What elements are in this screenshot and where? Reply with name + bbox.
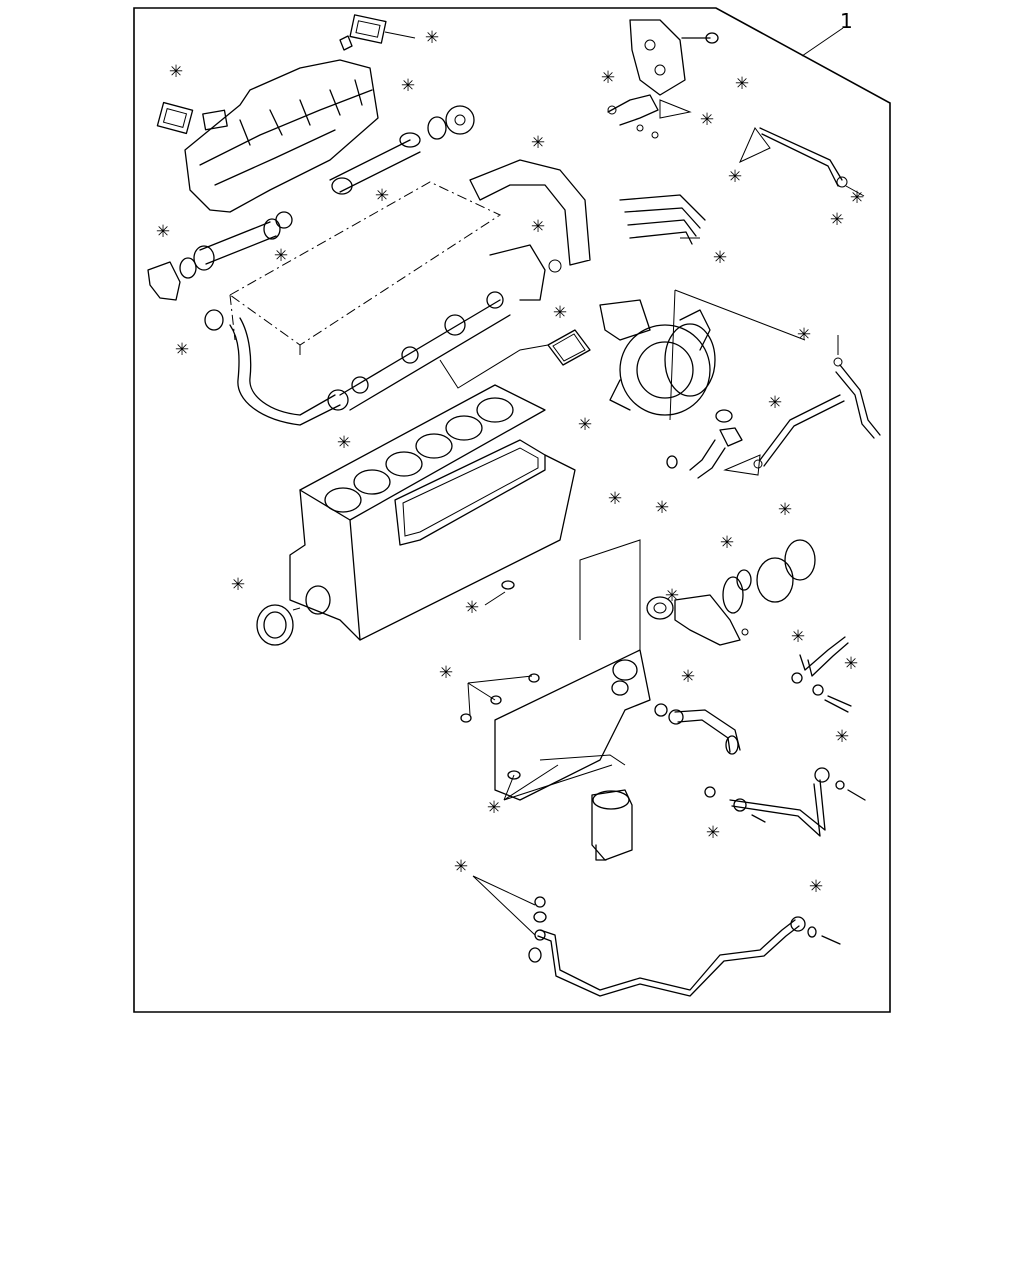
kit-marker-asterisk: ✳ bbox=[175, 340, 189, 360]
oil-return-pipe bbox=[666, 409, 743, 479]
fuel-return-pipe-bottom bbox=[528, 896, 841, 997]
kit-marker-asterisk: ✳ bbox=[531, 217, 545, 237]
callout-1: 1 bbox=[801, 9, 853, 57]
kit-marker-asterisk: ✳ bbox=[830, 210, 844, 230]
turbo-gasket bbox=[439, 329, 591, 389]
front-cover bbox=[629, 19, 719, 96]
cylinder-head-gasket bbox=[394, 439, 546, 546]
egr-cooler-left bbox=[147, 211, 293, 331]
kit-marker-asterisk: ✳ bbox=[375, 186, 389, 206]
diagram-frame bbox=[133, 7, 891, 1013]
water-hose-right bbox=[791, 636, 852, 713]
kit-marker-asterisk: ✳ bbox=[454, 857, 468, 877]
kit-marker-asterisk: ✳ bbox=[531, 133, 545, 153]
kit-marker-asterisk: ✳ bbox=[665, 586, 679, 606]
kit-marker-asterisk: ✳ bbox=[735, 74, 749, 94]
kit-marker-asterisk: ✳ bbox=[601, 68, 615, 88]
fuel-pipe-mid bbox=[704, 767, 866, 837]
egr-pipe-upper bbox=[329, 105, 475, 195]
oil-pipe-small bbox=[607, 94, 659, 139]
kit-marker-asterisk: ✳ bbox=[844, 654, 858, 674]
kit-marker-asterisk: ✳ bbox=[713, 248, 727, 268]
kit-marker-asterisk: ✳ bbox=[768, 393, 782, 413]
kit-marker-asterisk: ✳ bbox=[231, 575, 245, 595]
water-pump bbox=[646, 539, 816, 646]
crankshaft-seal bbox=[256, 604, 301, 646]
kit-marker-asterisk: ✳ bbox=[337, 433, 351, 453]
camshaft bbox=[327, 244, 562, 411]
turbo-oil-feed-pipe bbox=[739, 127, 865, 197]
oil-cooler-cover bbox=[460, 539, 668, 801]
engine-block bbox=[289, 384, 576, 641]
coolant-pipe bbox=[668, 709, 741, 755]
kit-marker-asterisk: ✳ bbox=[439, 663, 453, 683]
kit-marker-asterisk: ✳ bbox=[465, 598, 479, 618]
leader-lines bbox=[467, 99, 761, 936]
kit-marker-asterisk: ✳ bbox=[728, 167, 742, 187]
turbo-oil-line bbox=[753, 335, 881, 469]
kit-marker-asterisk: ✳ bbox=[169, 62, 183, 82]
kit-marker-asterisk: ✳ bbox=[156, 222, 170, 242]
intake-gasket-top bbox=[339, 14, 416, 51]
kit-marker-asterisk: ✳ bbox=[700, 110, 714, 130]
intake-manifold bbox=[184, 59, 379, 213]
kit-markers: ✳ ✳ ✳ ✳ ✳ ✳ ✳ ✳ ✳ ✳ ✳ ✳ ✳ ✳ ✳ ✳ ✳ ✳ ✳ ✳ ✳ ✳ ✳ ✳ ✳ ✳ ✳ ✳ ✳ ✳ ✳ ✳ ✳ ✳ ✳ ✳ ✳ bbox=[156, 28, 864, 897]
fuel-filter bbox=[507, 754, 633, 861]
kit-marker-asterisk: ✳ bbox=[778, 500, 792, 520]
kit-marker-asterisk: ✳ bbox=[720, 533, 734, 553]
kit-marker-asterisk: ✳ bbox=[274, 246, 288, 266]
kit-marker-asterisk: ✳ bbox=[706, 823, 720, 843]
kit-marker-asterisk: ✳ bbox=[608, 489, 622, 509]
callout-number: 1 bbox=[840, 9, 853, 33]
kit-marker-asterisk: ✳ bbox=[791, 627, 805, 647]
cylinder-head bbox=[229, 159, 591, 426]
kit-marker-asterisk: ✳ bbox=[655, 498, 669, 518]
drain-plug-washer bbox=[484, 580, 515, 606]
kit-marker-asterisk: ✳ bbox=[809, 877, 823, 897]
kit-marker-asterisk: ✳ bbox=[578, 415, 592, 435]
kit-marker-asterisk: ✳ bbox=[835, 727, 849, 747]
kit-marker-asterisk: ✳ bbox=[681, 667, 695, 687]
kit-marker-asterisk: ✳ bbox=[797, 325, 811, 345]
intake-gasket-left bbox=[156, 101, 194, 135]
turbocharger bbox=[599, 289, 806, 421]
kit-marker-asterisk: ✳ bbox=[553, 303, 567, 323]
kit-marker-asterisk: ✳ bbox=[487, 798, 501, 818]
kit-marker-asterisk: ✳ bbox=[850, 188, 864, 208]
kit-marker-asterisk: ✳ bbox=[401, 76, 415, 96]
kit-marker-asterisk: ✳ bbox=[425, 28, 439, 48]
injector-lines bbox=[619, 194, 706, 245]
